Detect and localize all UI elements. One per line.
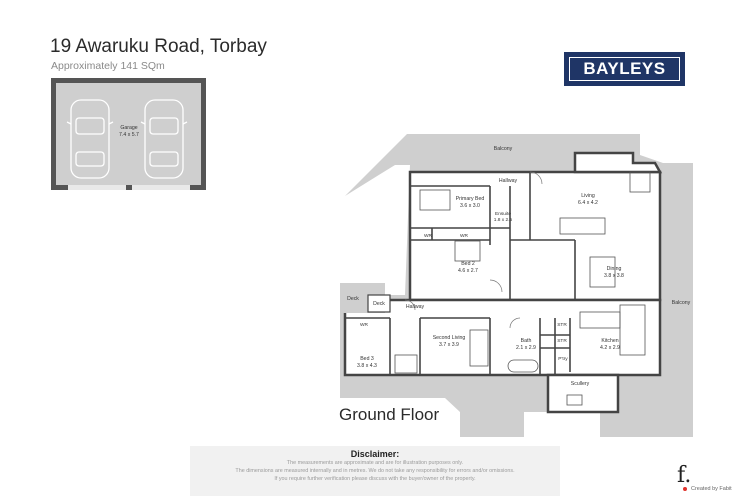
dims-living: 6.4 x 4.2 [578, 200, 598, 206]
disclaimer-box: Disclaimer: The measurements are approxi… [190, 446, 560, 496]
label-bed-2: Bed 2 [461, 261, 475, 267]
label-str-1: STR [557, 322, 567, 328]
label-bed-3: Bed 3 [360, 356, 374, 362]
label-wr-3: WR [360, 322, 369, 328]
label-wr-2: WR [460, 233, 469, 239]
dims-bed-3: 3.8 x 4.3 [357, 363, 377, 369]
dims-bath: 2.1 x 2.9 [516, 345, 536, 351]
property-address: 19 Awaruku Road, Torbay [50, 36, 267, 57]
room-labels: Garage 7.4 x 5.7 Balcony Hallway Primary… [119, 125, 691, 387]
car-icon [66, 99, 114, 179]
dims-second-living: 3.7 x 3.9 [439, 342, 459, 348]
label-second-living: Second Living [433, 335, 466, 341]
label-ensuite: Ensuite [495, 211, 511, 217]
label-scullery: Scullery [571, 381, 590, 387]
bayleys-logo: BAYLEYS [564, 52, 685, 86]
label-deck-1: Deck [347, 296, 359, 302]
disclaimer-line: The dimensions are measured internally a… [235, 468, 515, 474]
dims-ensuite: 1.8 x 2.5 [494, 217, 513, 223]
disclaimer-title: Disclaimer: [350, 449, 400, 459]
disclaimer-line: If you require further verification plea… [274, 476, 476, 482]
label-living: Living [581, 193, 595, 199]
label-str-2: STR [557, 338, 567, 344]
label-bath: Bath [521, 338, 532, 344]
dims-kitchen: 4.2 x 2.9 [600, 345, 620, 351]
property-area: Approximately 141 SQm [51, 60, 165, 72]
dims-primary-bed: 3.6 x 3.0 [460, 203, 480, 209]
dims-bed-2: 4.6 x 2.7 [458, 268, 478, 274]
car-icon [140, 99, 188, 179]
label-wr-1: WR [424, 233, 433, 239]
house [340, 151, 663, 414]
label-balcony-right: Balcony [672, 300, 691, 306]
label-deck-2: Deck [373, 301, 385, 307]
fixtures [394, 171, 651, 406]
garage-block [51, 78, 206, 190]
floor-name: Ground Floor [339, 405, 440, 424]
label-primary-bed: Primary Bed [456, 196, 485, 202]
fabit-logo: f. [677, 463, 692, 488]
internal-walls [345, 172, 576, 375]
dims-dining: 3.8 x 3.8 [604, 273, 624, 279]
label-pantry: P'try [558, 356, 568, 362]
label-kitchen: Kitchen [601, 338, 618, 344]
fabit-dot-icon [683, 487, 687, 491]
label-garage: Garage [120, 125, 137, 131]
door-swings [404, 171, 543, 329]
logo-text: BAYLEYS [569, 57, 680, 81]
label-hallway-mid: Hallway [406, 304, 425, 310]
label-balcony-top: Balcony [494, 146, 513, 152]
label-hallway-top: Hallway [499, 178, 518, 184]
label-dining: Dining [607, 266, 622, 272]
disclaimer-line: The measurements are approximate and are… [286, 460, 464, 466]
fabit-credit: Created by Fabit [691, 486, 732, 492]
dims-garage: 7.4 x 5.7 [119, 132, 139, 138]
